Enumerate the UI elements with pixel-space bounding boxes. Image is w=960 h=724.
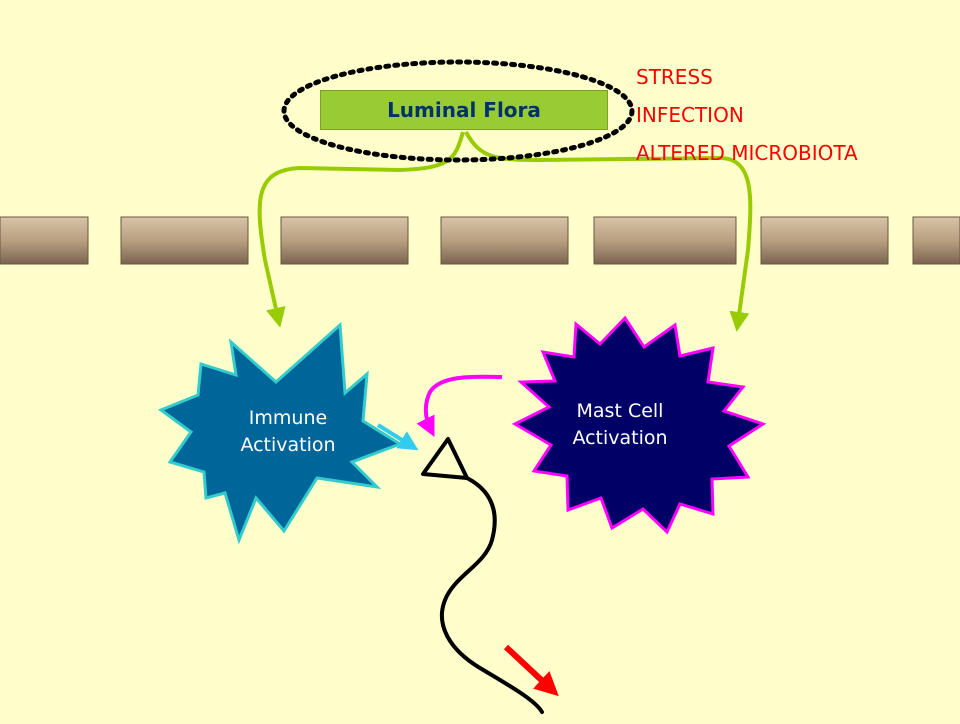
epithelial-cell	[280, 216, 409, 265]
luminal-flora-label: Luminal Flora	[387, 98, 541, 122]
mast-label-line1: Mast Cell	[576, 400, 664, 422]
mast-to-nerve-arrow	[416, 374, 503, 437]
mast-cell-activation-label: Mast Cell Activation	[550, 398, 690, 452]
trigger-factors-list: STRESS INFECTION ALTERED MICROBIOTA	[636, 58, 858, 172]
flora-to-mast-arrow	[464, 131, 753, 332]
factor-altered-microbiota: ALTERED MICROBIOTA	[636, 141, 858, 165]
mast-label-line2: Activation	[572, 427, 668, 449]
immune-to-nerve-arrow	[376, 423, 419, 451]
signal-output-arrow	[503, 644, 559, 697]
epithelial-cell	[440, 216, 569, 265]
luminal-flora-box: Luminal Flora	[320, 90, 608, 130]
factor-infection: INFECTION	[636, 103, 744, 127]
nerve-terminal	[421, 437, 469, 480]
epithelial-cell	[760, 216, 889, 265]
luminal-boundary-ellipse	[281, 59, 635, 163]
epithelial-cell	[593, 216, 737, 265]
immune-label-line1: Immune	[248, 407, 328, 429]
nerve-fiber	[439, 476, 544, 714]
immune-label-line2: Activation	[240, 434, 336, 456]
epithelial-cell	[0, 216, 89, 265]
epithelial-barrier	[0, 216, 960, 265]
factor-stress: STRESS	[636, 65, 713, 89]
mast-cell-activation-burst	[511, 315, 767, 535]
flora-to-immune-arrow	[257, 131, 465, 328]
epithelial-cell	[120, 216, 249, 265]
epithelial-cell	[912, 216, 960, 265]
immune-activation-label: Immune Activation	[218, 405, 358, 459]
immune-activation-burst	[157, 321, 404, 545]
